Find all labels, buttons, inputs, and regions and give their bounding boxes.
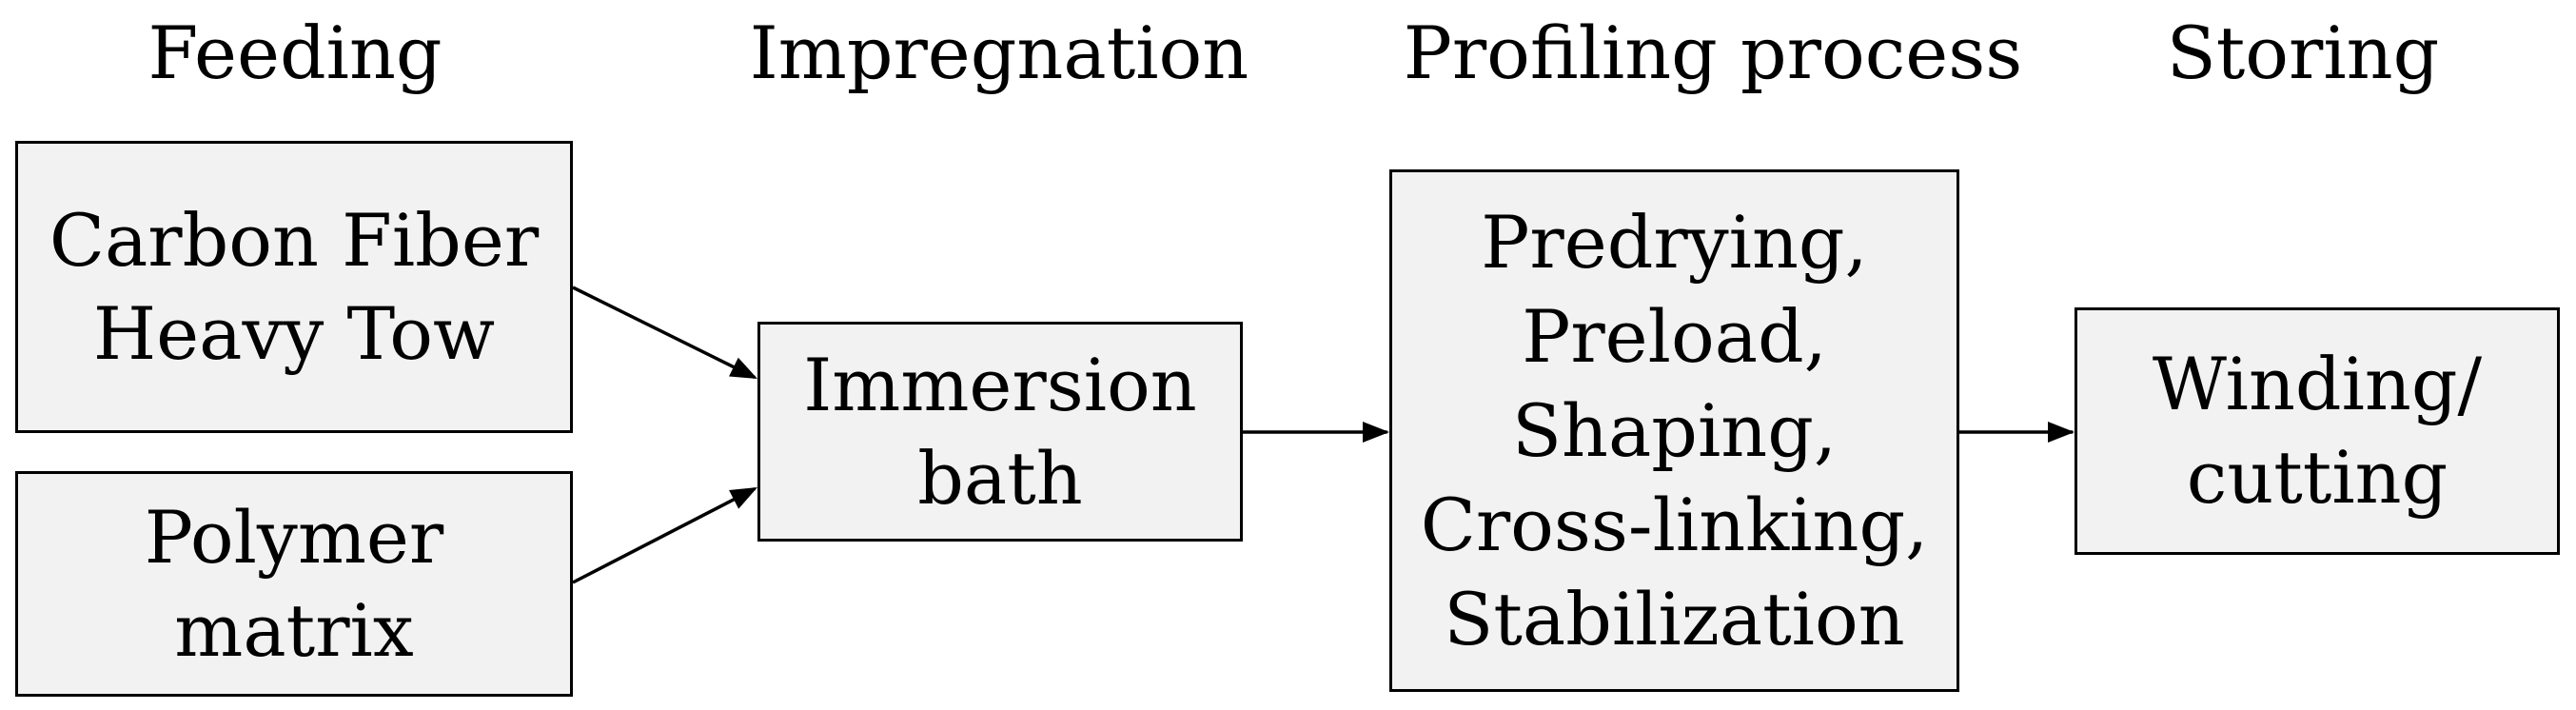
carbon-fiber-heavy-tow-box: Carbon Fiber Heavy Tow xyxy=(15,141,573,433)
arrowhead-polymer_matrix-to-immersion_bath xyxy=(729,487,757,509)
arrowhead-carbon_fiber-to-immersion_bath xyxy=(729,357,757,379)
box-text-line: Heavy Tow xyxy=(92,290,496,376)
box-text-line: cutting xyxy=(2186,435,2448,520)
box-text-line: Immersion xyxy=(803,342,1197,427)
box-text-line: Predrying, xyxy=(1481,200,1868,285)
immersion-bath-box: Immersion bath xyxy=(757,322,1243,542)
polymer-matrix-box: Polymer matrix xyxy=(15,471,573,697)
box-text-line: Winding/ xyxy=(2152,342,2483,426)
box-text-line: bath xyxy=(917,435,1083,521)
box-text-line: Carbon Fiber xyxy=(49,197,540,283)
profiling-steps-box: Predrying, Preload, Shaping, Cross-linki… xyxy=(1389,169,1959,692)
box-text-line: Cross-linking, xyxy=(1420,483,1929,567)
arrowhead-profiling_steps-to-winding_cutting xyxy=(2048,422,2075,443)
stage-heading-impregnation: Impregnation xyxy=(749,10,1249,95)
box-text-line: Polymer xyxy=(144,494,444,580)
winding-cutting-box: Winding/ cutting xyxy=(2075,307,2560,555)
stage-heading-feeding: Feeding xyxy=(147,10,442,95)
arrowhead-immersion_bath-to-profiling_steps xyxy=(1363,422,1389,443)
stage-heading-storing: Storing xyxy=(2166,10,2440,95)
stage-heading-profiling: Profiling process xyxy=(1403,10,2023,95)
box-text-line: matrix xyxy=(174,587,414,673)
box-text-line: Shaping, xyxy=(1511,388,1838,473)
box-text-line: Preload, xyxy=(1522,294,1827,379)
arrow-carbon_fiber-to-immersion_bath xyxy=(572,286,756,380)
box-text-line: Stabilization xyxy=(1444,577,1905,661)
arrow-polymer_matrix-to-immersion_bath xyxy=(572,486,756,584)
